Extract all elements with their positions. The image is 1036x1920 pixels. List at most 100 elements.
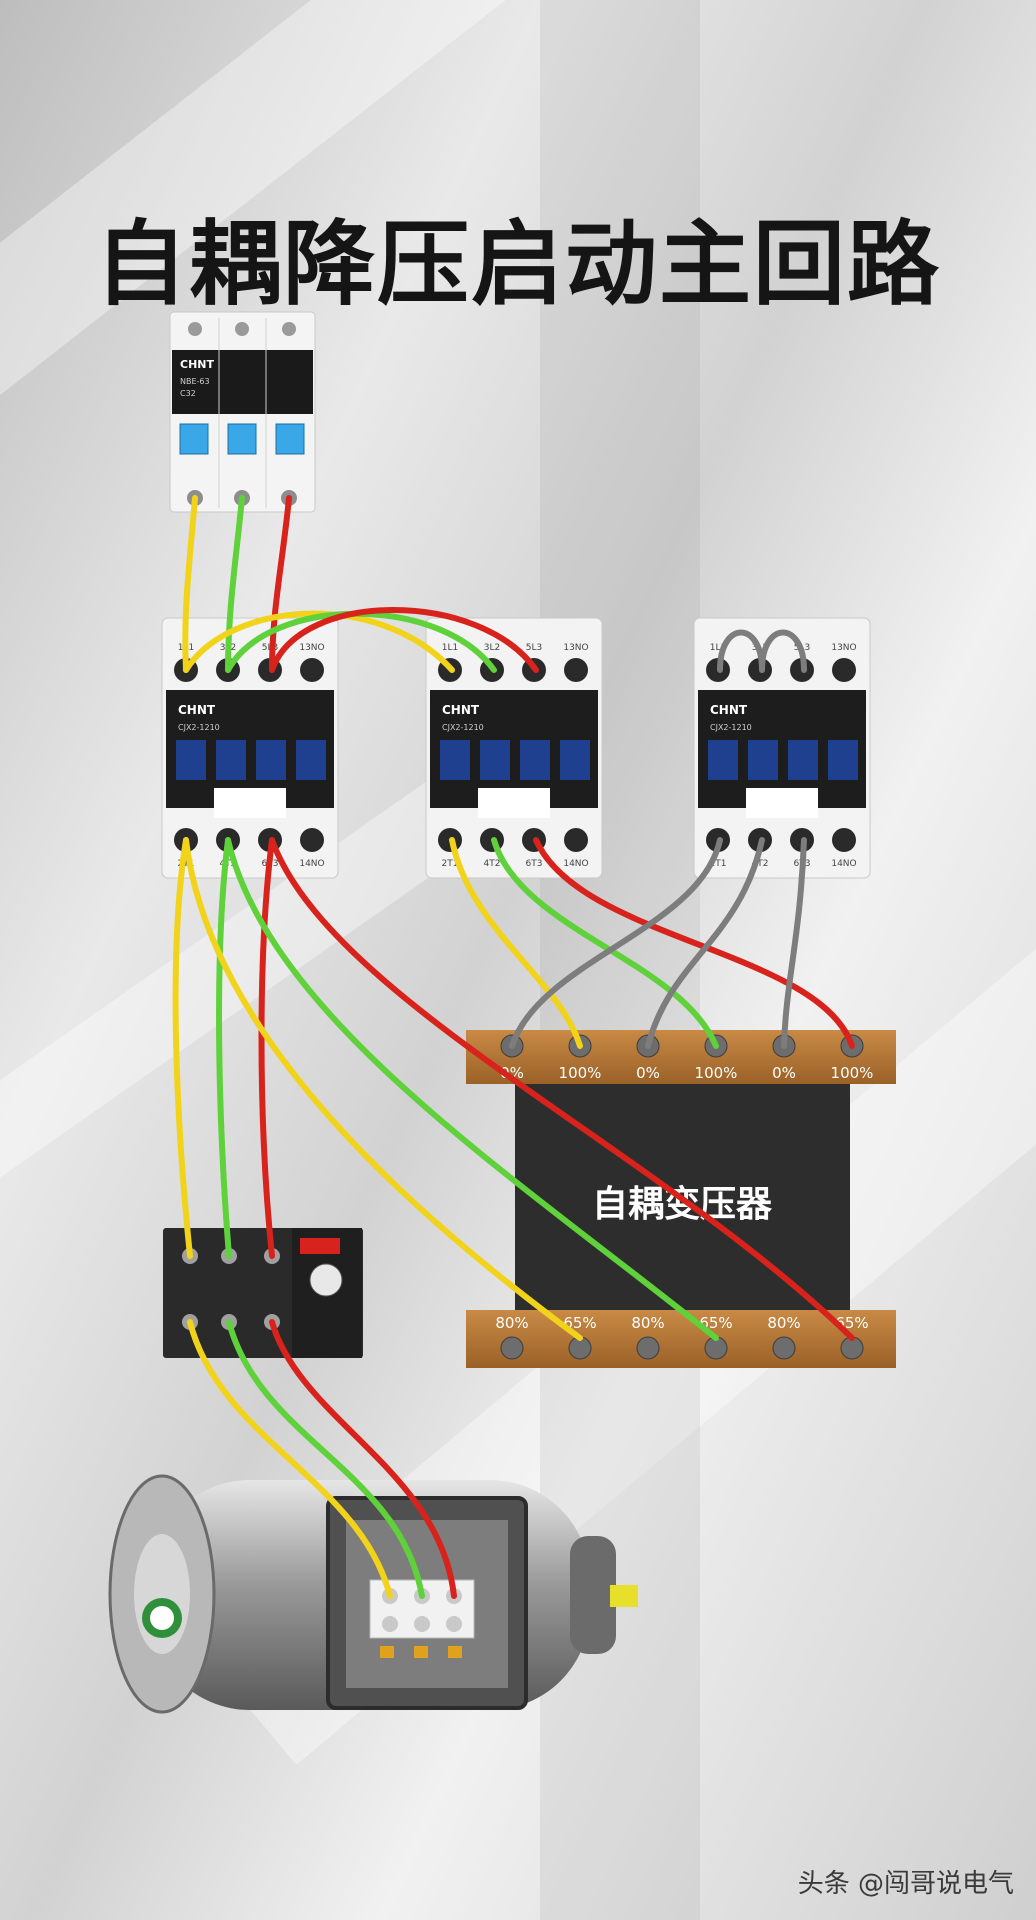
contactor-coil-window [828,740,858,780]
contactor-terminal-label: 13NO [831,643,856,653]
wire-l3-km1-relay [258,837,275,1259]
tap-label-bottom: 65% [563,1314,596,1332]
contactor-group: CHNT CJX2-1210 1L1 2T1 3L2 4T2 5L3 6T3 13NO 14NO C… [161,617,871,879]
breaker-lever-icon[interactable] [227,423,257,455]
transformer-taps: 0%80%100%65%0%80%100%65%0%80%100%65% [495,1034,874,1360]
wire-v-relay-motor [226,1319,425,1599]
contactor-terminal-label: 14NO [831,859,856,869]
contactor-coil-window [480,740,510,780]
motor-shaft [610,1585,638,1607]
breaker-lever-icon[interactable] [179,423,209,455]
wire-km3-star-link [759,629,807,673]
wire-l2-km1-relay [216,837,232,1259]
contactor-terminal-screw-icon [564,658,588,682]
wire-l3-breaker-km1 [269,495,292,673]
wires [172,495,855,1599]
contactor-coil-window [256,740,286,780]
contactor-model: CJX2-1210 [442,723,484,732]
contactor-terminal-screw-icon [832,828,856,852]
wire-km1-tap65-c [269,837,855,1341]
wire-l2-breaker-km1 [225,495,245,673]
contactor-coil-window [296,740,326,780]
thermal-overload-relay [163,1228,363,1358]
contactor-terminal-label: 2T1 [442,859,459,869]
contactor-model: CJX2-1210 [710,723,752,732]
wire-km2-tap100-b [491,837,719,1049]
contactor-terminal-label: 2T1 [710,859,727,869]
tap-label-bottom: 80% [495,1314,528,1332]
contactor-coil-window [708,740,738,780]
tap-label-bottom: 80% [631,1314,664,1332]
wire-km2-tap100-a [449,837,583,1049]
contactor-coil-window [440,740,470,780]
contactor-brand: CHNT [710,703,748,717]
wire-km3-tap0-a [509,837,723,1049]
contactor-coil-window [176,740,206,780]
watermark: 头条 @闯哥说电气 [797,1869,1014,1899]
tap-label-top: 100% [831,1064,874,1082]
contactor-coil-window [560,740,590,780]
wire-l1-km1-km2 [183,610,455,673]
contactor-terminal-label: 13NO [299,643,324,653]
wire-u-relay-motor [187,1319,393,1599]
contactor-test-button[interactable] [214,788,286,818]
wire-l1-breaker-km1 [182,495,198,673]
contactor-terminal-screw-icon [564,828,588,852]
contactor-terminal-label: 4T2 [752,859,769,869]
contactor-coil-window [788,740,818,780]
contactor-brand: CHNT [178,703,216,717]
contactor-coil-window [520,740,550,780]
contactor-terminal-screw-icon [300,658,324,682]
contactor-coil-window [216,740,246,780]
breaker-model: NBE-63 [180,377,210,386]
breaker-lever-icon[interactable] [275,423,305,455]
contactor-terminal-screw-icon [832,658,856,682]
contactor-terminal-label: 14NO [299,859,324,869]
contactor-terminal-label: 5L3 [526,643,542,653]
tap-label-top: 0% [636,1064,660,1082]
transformer-bottom-terminal-bar [466,1310,896,1368]
tap-terminal-screw-icon [772,1336,796,1360]
wire-w-relay-motor [269,1319,457,1599]
contactor-terminal-screw-icon [300,828,324,852]
wire-l3-km1-km2 [269,607,539,673]
contactor-terminal-label: 4T2 [484,859,501,869]
contactor-model: CJX2-1210 [178,723,220,732]
wire-km1-tap65-a [183,837,583,1341]
circuit-breaker: CHNT NBE-63 C32 [169,311,316,513]
contactor-terminal-label: 1L1 [710,643,726,653]
contactor-terminal-label: 1L1 [442,643,458,653]
tap-label-bottom: 80% [767,1314,800,1332]
tap-label-top: 0% [772,1064,796,1082]
contactor-terminal-label: 3L2 [484,643,500,653]
wire-km3-tap0-c [781,837,807,1049]
transformer-label: 自耦变压器 [592,1183,773,1225]
contactor-brand: CHNT [442,703,480,717]
tap-label-top: 100% [695,1064,738,1082]
contactor-test-button[interactable] [746,788,818,818]
breaker-terminal-screw-icon [188,322,296,336]
page-title: 自耦降压启动主回路 [94,211,941,318]
wire-km3-tap0-b [645,837,765,1049]
motor [108,1474,638,1714]
contactor-terminal-label: 6T3 [526,859,543,869]
reset-button[interactable] [300,1238,340,1254]
breaker-terminal-screw-icon [187,490,297,506]
wire-l1-km1-relay [172,837,193,1259]
contactor-terminal-label: 14NO [563,859,588,869]
contactor-coil-window [748,740,778,780]
tap-terminal-screw-icon [636,1336,660,1360]
contactor-terminal-label: 13NO [563,643,588,653]
autotransformer: 自耦变压器 0%80%100%65%0%80%100%65%0%80%100%6… [466,1030,896,1368]
breaker-brand: CHNT [180,358,214,371]
contactor-terminal-label: 2T1 [178,859,195,869]
current-setting-dial-icon[interactable] [309,1263,343,1297]
contactor-test-button[interactable] [478,788,550,818]
transformer-top-terminal-bar [466,1030,896,1084]
wire-km1-tap65-b [225,837,719,1341]
breaker-rating: C32 [180,389,196,398]
